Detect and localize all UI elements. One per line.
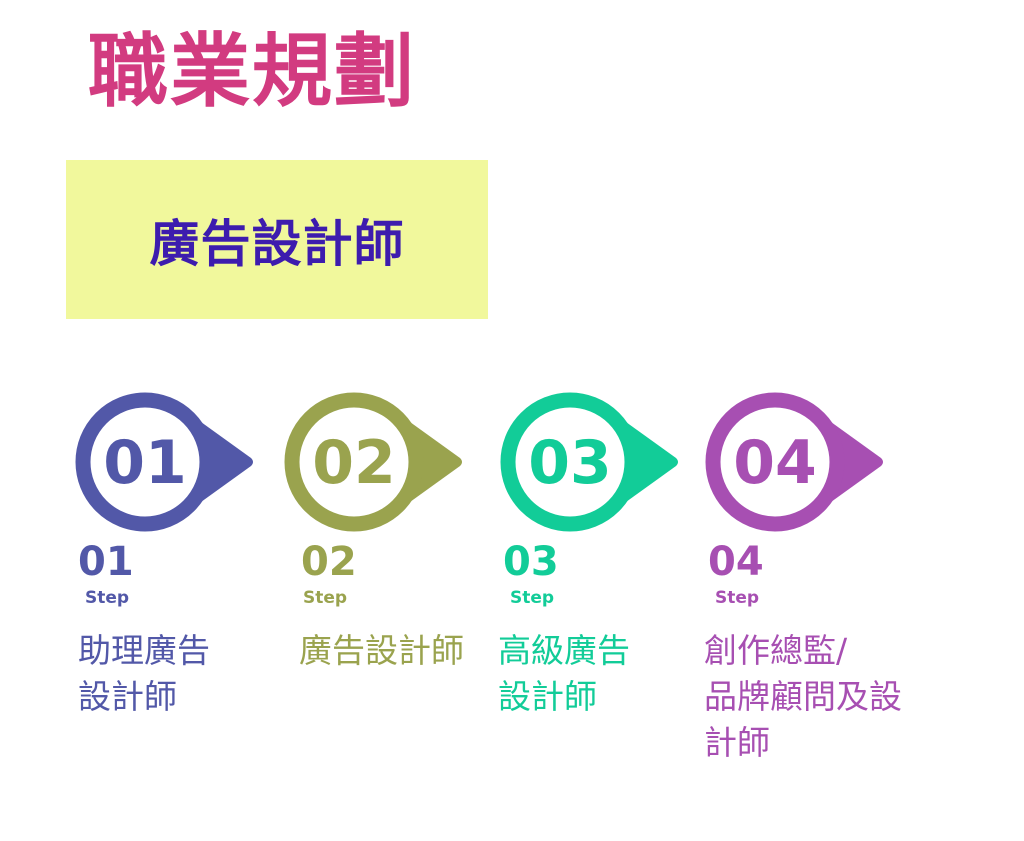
step-1-badge: 01 bbox=[75, 392, 253, 532]
step-4-pointer-icon bbox=[831, 422, 883, 502]
step-3-desc-line: 高級廣告 bbox=[498, 631, 630, 670]
role-box-label: 廣告設計師 bbox=[149, 214, 405, 273]
step-3-description: 高級廣告 設計師 bbox=[498, 628, 630, 720]
step-3-badge-number: 03 bbox=[528, 428, 612, 498]
step-3-step-label: Step bbox=[510, 588, 555, 608]
step-1-desc-line: 設計師 bbox=[78, 677, 177, 716]
step-2-ring-icon bbox=[284, 392, 424, 532]
step-2-desc-line: 廣告設計師 bbox=[299, 631, 464, 670]
step-1-description: 助理廣告 設計師 bbox=[78, 628, 210, 720]
step-4-badge-number: 04 bbox=[733, 428, 817, 498]
step-1-pointer-icon bbox=[201, 422, 253, 502]
step-1-badge-number: 01 bbox=[103, 428, 187, 498]
step-4-ring-icon bbox=[705, 392, 845, 532]
step-1-desc-line: 助理廣告 bbox=[78, 631, 210, 670]
step-2-badge: 02 bbox=[284, 392, 462, 532]
step-4-desc-line: 創作總監/ bbox=[704, 631, 848, 670]
step-2-pointer-icon bbox=[410, 422, 462, 502]
step-4-description: 創作總監/ 品牌顧問及設 計師 bbox=[704, 628, 902, 766]
step-2-badge-number: 02 bbox=[312, 428, 396, 498]
step-1-number: 01 bbox=[78, 539, 134, 585]
role-box: 廣告設計師 bbox=[66, 160, 488, 319]
step-1-ring-icon bbox=[75, 392, 215, 532]
step-4-desc-line: 計師 bbox=[704, 723, 770, 762]
step-4-badge: 04 bbox=[705, 392, 883, 532]
step-2-description: 廣告設計師 bbox=[299, 628, 464, 674]
step-2-number: 02 bbox=[301, 539, 357, 585]
page-title: 職業規劃 bbox=[88, 25, 416, 118]
step-4-number: 04 bbox=[708, 539, 764, 585]
step-3-ring-icon bbox=[500, 392, 640, 532]
step-3-badge: 03 bbox=[500, 392, 678, 532]
step-2-step-label: Step bbox=[303, 588, 348, 608]
step-3-desc-line: 設計師 bbox=[498, 677, 597, 716]
step-3-number: 03 bbox=[503, 539, 559, 585]
step-3-pointer-icon bbox=[626, 422, 678, 502]
step-1-step-label: Step bbox=[85, 588, 130, 608]
step-4-desc-line: 品牌顧問及設 bbox=[704, 677, 902, 716]
step-4-step-label: Step bbox=[715, 588, 760, 608]
